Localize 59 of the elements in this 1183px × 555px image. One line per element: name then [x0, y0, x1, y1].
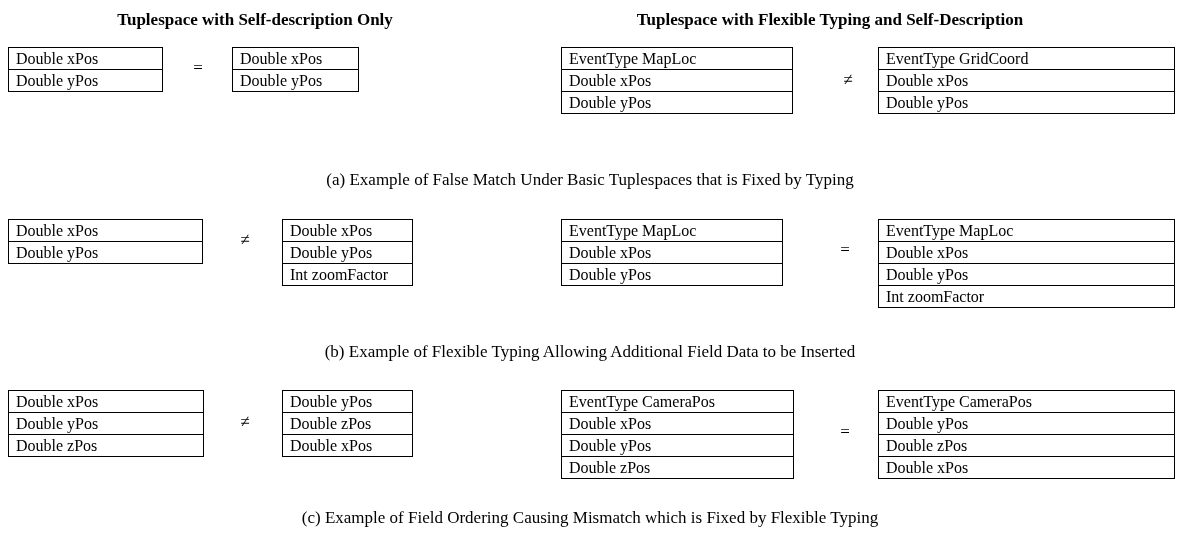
tuple-table [232, 47, 359, 92]
field-cell-text: EventType MapLoc [885, 221, 1015, 241]
comparison-sign: = [840, 422, 850, 442]
field-cell: Double xPos [879, 456, 1174, 478]
tuple-table [282, 219, 413, 286]
comparison-sign: ≠ [240, 412, 250, 432]
field-cell-text: EventType CameraPos [568, 392, 716, 412]
field-cell: Double yPos [9, 69, 162, 91]
field-cell-text: EventType MapLoc [568, 221, 698, 241]
comparison-sign: = [840, 240, 850, 260]
tuple-table [878, 47, 1175, 114]
column-heading: Tuplespace with Self-description Only [117, 10, 393, 30]
column-heading: Tuplespace with Flexible Typing and Self-Description [636, 10, 1024, 30]
field-cell-text: EventType MapLoc [568, 49, 698, 69]
field-cell: Double yPos [9, 412, 203, 434]
field-cell: Double zPos [283, 412, 412, 434]
field-cell-text: Double xPos [15, 49, 100, 69]
comparison-sign: = [193, 58, 203, 78]
field-cell: Int zoomFactor [879, 285, 1174, 307]
tuple-table [8, 47, 163, 92]
field-cell: Double yPos [283, 241, 412, 263]
tuple-table [878, 390, 1175, 479]
field-cell: Double zPos [562, 456, 793, 478]
figure-caption: (b) Example of Flexible Typing Allowing Additional Field Data to be Inserted [324, 342, 856, 362]
tuple-table [561, 219, 783, 286]
field-cell: Double yPos [562, 434, 793, 456]
field-cell: Double xPos [283, 434, 412, 456]
field-cell-text: EventType CameraPos [885, 392, 1033, 412]
field-cell: Double xPos [879, 241, 1174, 263]
field-cell: Double yPos [879, 412, 1174, 434]
tuple-table [282, 390, 413, 457]
field-cell: Double xPos [562, 412, 793, 434]
field-cell: Double yPos [879, 263, 1174, 285]
field-cell-text: Double xPos [239, 49, 324, 69]
field-cell: Int zoomFactor [283, 263, 412, 285]
tuple-table [561, 47, 793, 114]
field-cell: Double xPos [562, 241, 782, 263]
comparison-sign: ≠ [843, 70, 853, 90]
field-cell: Double yPos [9, 241, 202, 263]
comparison-sign: ≠ [240, 230, 250, 250]
figure-caption: (c) Example of Field Ordering Causing Mismatch which is Fixed by Flexible Typing [301, 508, 879, 528]
tuple-table [561, 390, 794, 479]
tuple-table [8, 390, 204, 457]
field-cell: Double yPos [233, 69, 358, 91]
field-cell-text: Double xPos [15, 221, 100, 241]
field-cell: Double yPos [562, 91, 792, 113]
field-cell-text: Double xPos [289, 221, 374, 241]
field-cell: Double xPos [562, 69, 792, 91]
tuple-table [8, 219, 203, 264]
field-cell-text: Double xPos [15, 392, 100, 412]
field-cell: Double xPos [879, 69, 1174, 91]
field-cell: Double yPos [562, 263, 782, 285]
field-cell: Double yPos [879, 91, 1174, 113]
figure-caption: (a) Example of False Match Under Basic Tuplespaces that is Fixed by Typing [326, 170, 854, 190]
field-cell: Double zPos [9, 434, 203, 456]
field-cell-text: EventType GridCoord [885, 49, 1030, 69]
tuple-table [878, 219, 1175, 308]
field-cell-text: Double yPos [289, 392, 374, 412]
field-cell: Double zPos [879, 434, 1174, 456]
